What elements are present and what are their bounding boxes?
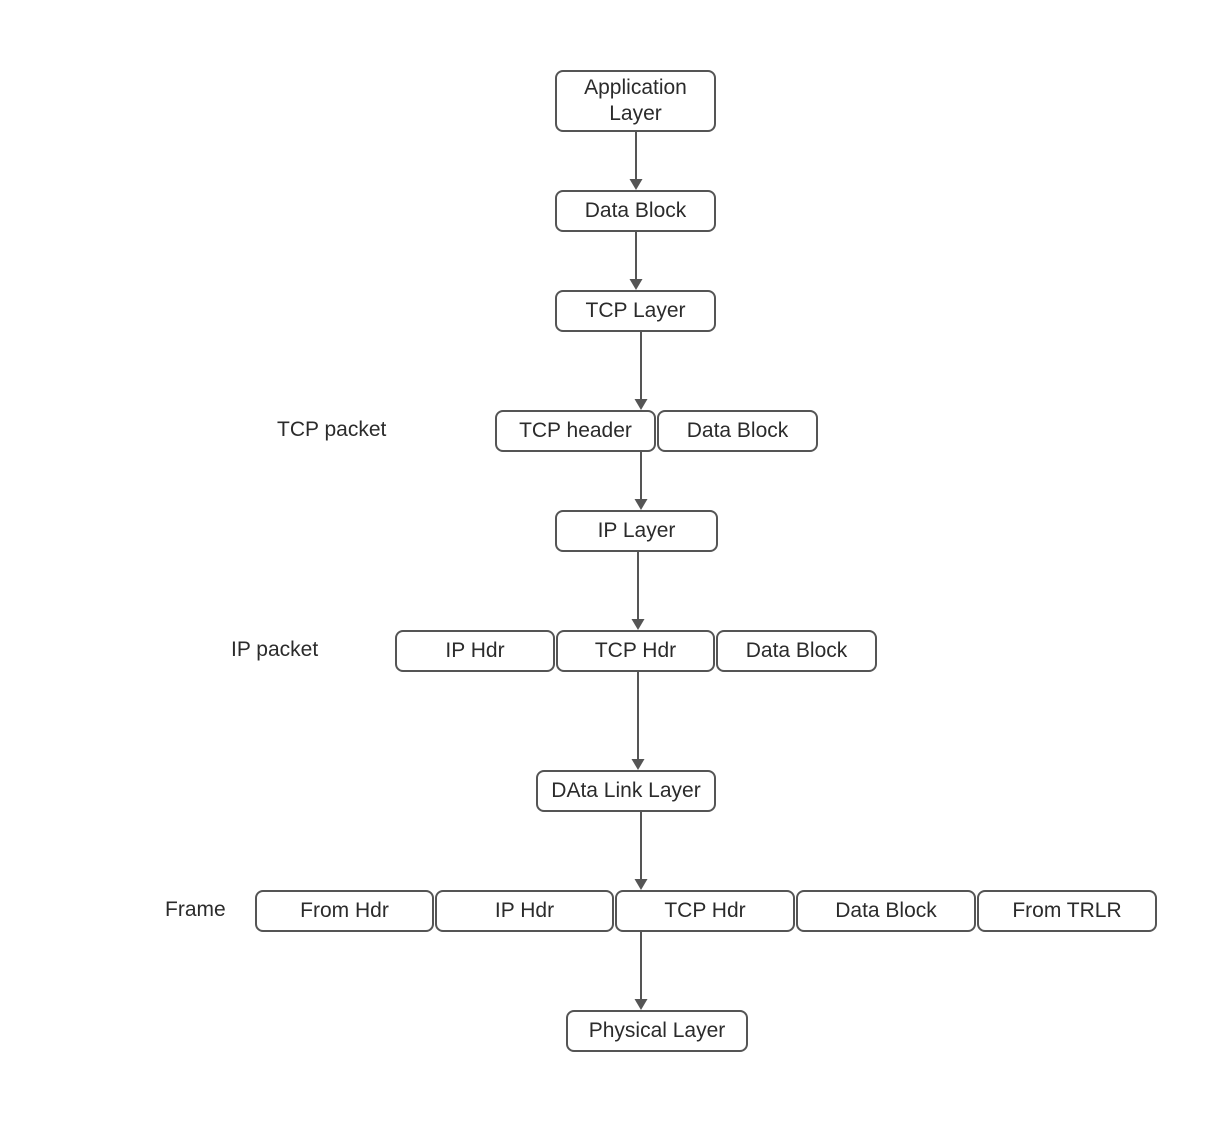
arrow-ippacket-to-datalink — [628, 672, 648, 770]
row-label-ip-packet-row: IP packet — [231, 638, 319, 661]
cell-label: From TRLR — [1012, 899, 1122, 923]
frame-row-data-block-cell: Data Block — [796, 890, 976, 932]
cell-label: IP Hdr — [445, 639, 505, 663]
arrow-tcppacket-to-iplayer — [631, 452, 651, 510]
frame-row-tcp-hdr-cell: TCP Hdr — [615, 890, 795, 932]
tcp-packet-row-data-block-cell: Data Block — [657, 410, 818, 452]
node-application-layer: Application Layer — [555, 70, 716, 132]
node-physical-layer: Physical Layer — [566, 1010, 748, 1052]
cell-label: TCP header — [519, 419, 632, 443]
row-label-tcp-packet-row: TCP packet — [277, 418, 387, 441]
cell-label: TCP Hdr — [594, 639, 677, 663]
arrow-iplayer-to-ippacket — [628, 552, 648, 630]
node-tcp-layer: TCP Layer — [555, 290, 716, 332]
arrow-frame-to-physical — [631, 932, 651, 1010]
cell-label: Data Block — [686, 419, 789, 443]
row-label-frame-row: Frame — [165, 898, 226, 921]
cell-label: Data Block — [745, 639, 848, 663]
frame-row-from-trlr-cell: From TRLR — [977, 890, 1157, 932]
arrow-tcplayer-to-tcppacket — [631, 332, 651, 410]
node-label: DAta Link Layer — [551, 779, 701, 803]
node-label: Physical Layer — [588, 1019, 726, 1043]
cell-label: TCP Hdr — [664, 899, 746, 923]
ip-packet-row-data-block-cell: Data Block — [716, 630, 877, 672]
ip-packet-row-tcp-hdr-cell: TCP Hdr — [556, 630, 715, 672]
node-data-block-1: Data Block — [555, 190, 716, 232]
arrow-datalink-to-frame — [631, 812, 651, 890]
node-ip-layer: IP Layer — [555, 510, 718, 552]
ip-packet-row-ip-hdr-cell: IP Hdr — [395, 630, 555, 672]
node-data-link-layer: DAta Link Layer — [536, 770, 716, 812]
cell-label: IP Hdr — [494, 899, 555, 923]
node-label: IP Layer — [597, 519, 676, 543]
cell-label: Data Block — [835, 899, 937, 923]
node-label: Data Block — [584, 199, 687, 223]
arrow-datablock-to-tcplayer — [626, 232, 646, 290]
node-label: Application Layer — [584, 76, 687, 125]
frame-row-ip-hdr-cell: IP Hdr — [435, 890, 614, 932]
frame-row-from-hdr-cell: From Hdr — [255, 890, 434, 932]
arrow-application-to-datablock — [626, 132, 646, 190]
tcp-packet-row-tcp-header-cell: TCP header — [495, 410, 656, 452]
cell-label: From Hdr — [300, 899, 389, 923]
node-label: TCP Layer — [585, 299, 686, 323]
